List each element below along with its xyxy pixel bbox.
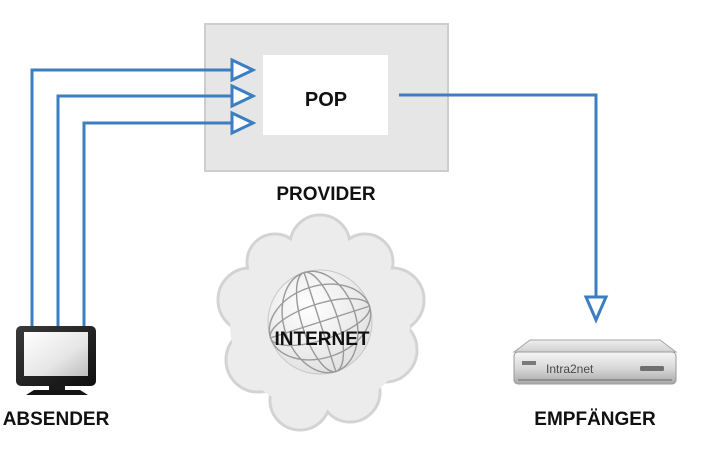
pop-box [263, 55, 388, 135]
receiver-arrowhead [583, 295, 609, 324]
sender-label: ABSENDER [3, 409, 110, 430]
monitor-icon [16, 326, 96, 395]
device-brand-label: Intra2net [546, 362, 594, 376]
sender-arrow-line-3 [82, 121, 232, 326]
sender-arrowheads [230, 57, 257, 136]
sender-arrow-line-1 [30, 68, 232, 326]
internet-cloud [216, 213, 426, 432]
pop-label: POP [305, 89, 347, 111]
arrowhead-1 [230, 57, 257, 83]
server-appliance-icon: Intra2net [512, 339, 678, 385]
internet-label: INTERNET [275, 329, 370, 350]
sender-arrow-line-2 [56, 94, 232, 326]
globe-icon [267, 269, 373, 375]
sender-arrows [30, 68, 232, 326]
provider-label: PROVIDER [276, 184, 376, 205]
arrowhead-3 [230, 110, 257, 136]
arrowhead-2 [230, 83, 257, 109]
pop-to-receiver-line [399, 93, 598, 297]
receiver-label: EMPFÄNGER [534, 409, 656, 430]
